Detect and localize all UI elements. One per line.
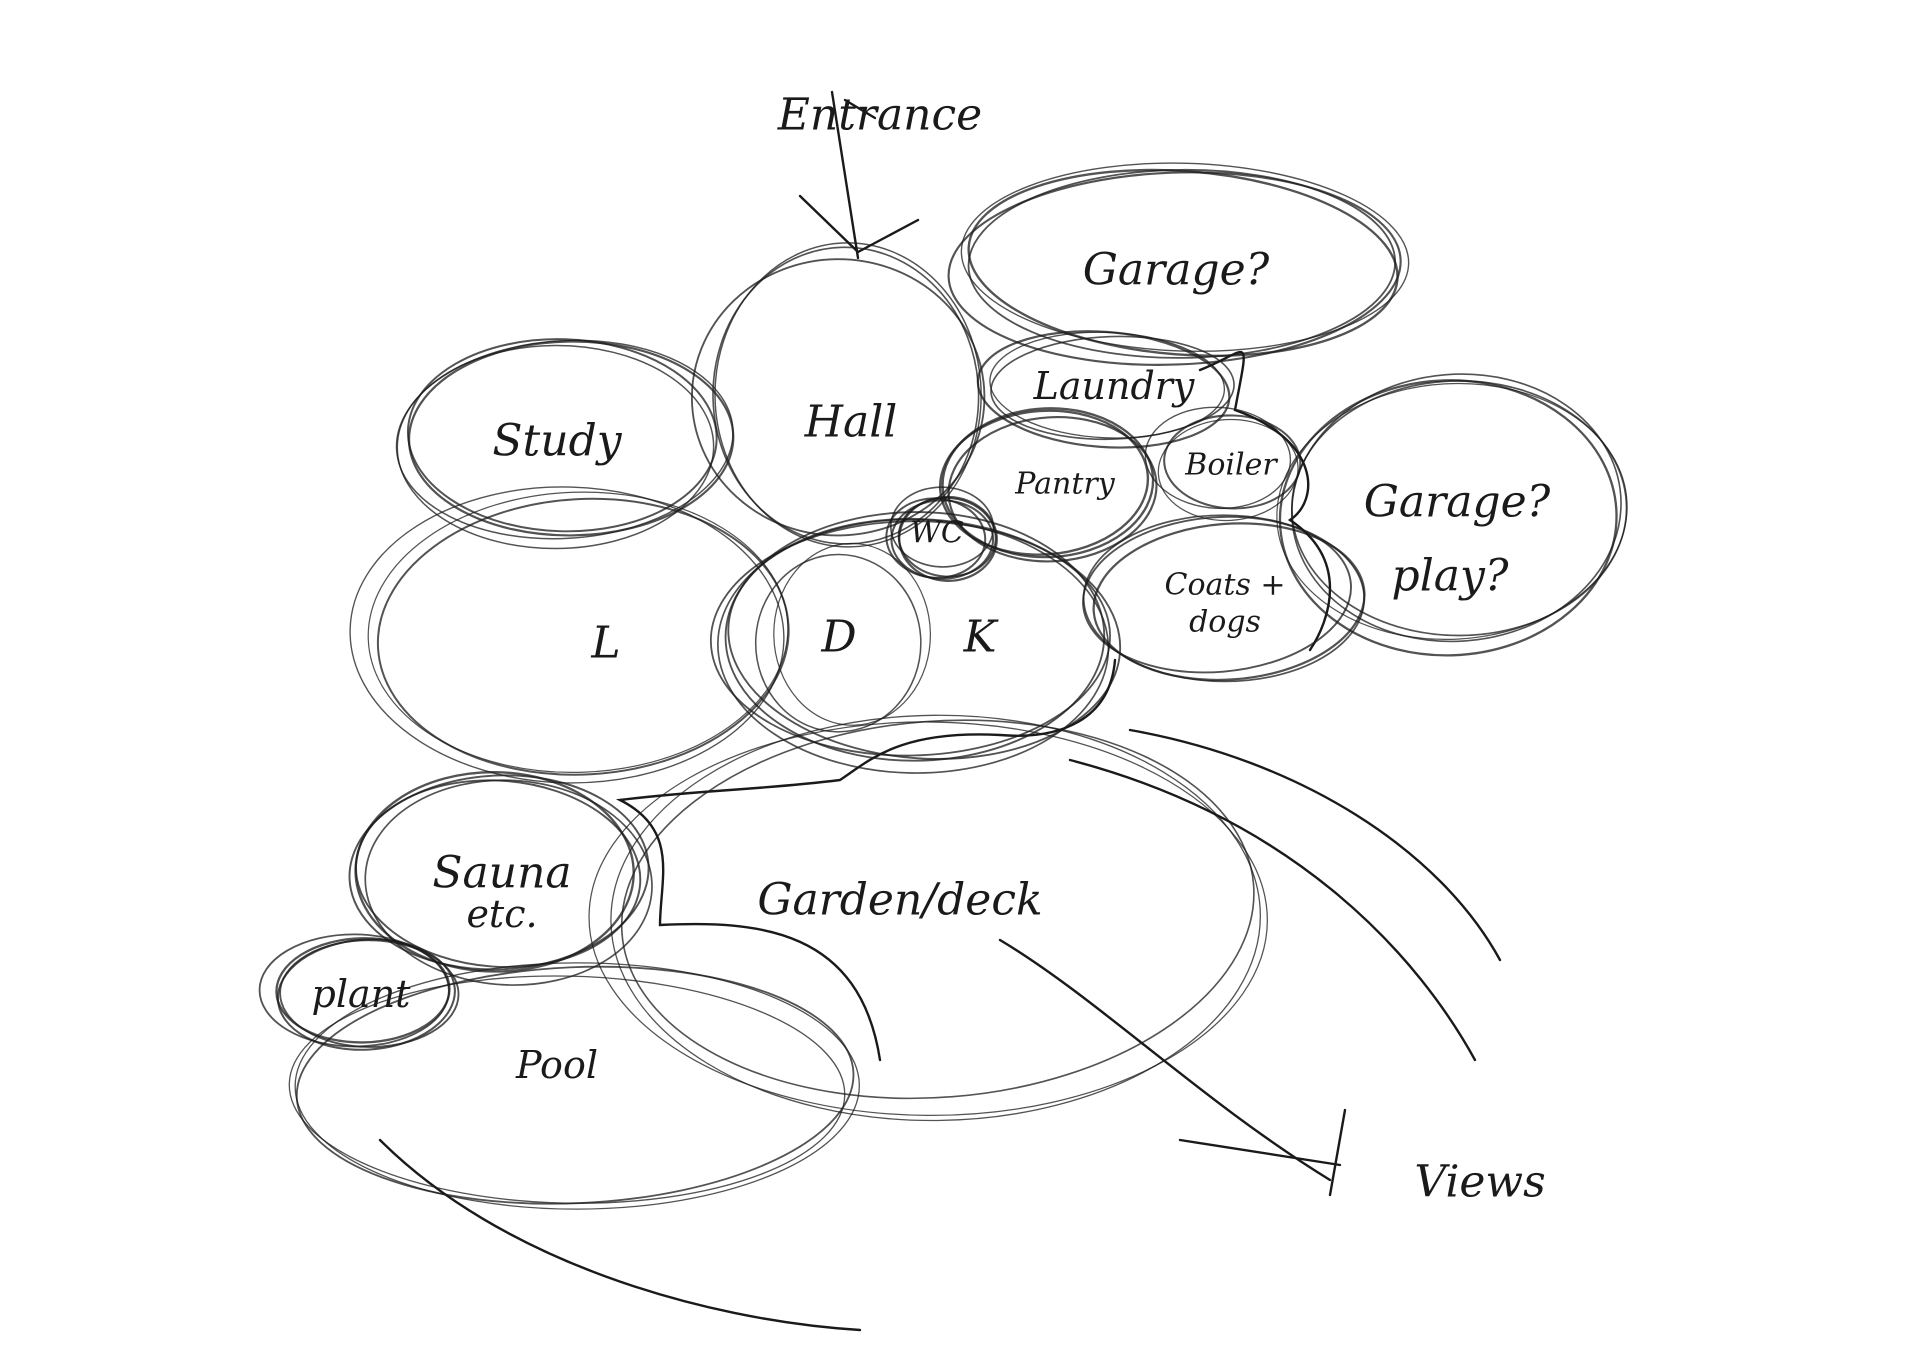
boundary-line-south	[615, 658, 1117, 1062]
sketch-stroke	[1144, 406, 1292, 510]
entrance-arrow-head-right	[856, 218, 920, 254]
sketch-stroke	[938, 409, 1150, 556]
sketch-stroke	[897, 496, 997, 578]
bubble-boiler	[1144, 406, 1302, 522]
sketch-stroke	[1082, 515, 1352, 674]
sketch-stroke	[754, 553, 922, 733]
sketch-stroke	[890, 499, 995, 580]
bubble-coats-dogs	[1082, 514, 1366, 683]
sketch-stroke	[294, 962, 861, 1210]
sketch-stroke	[406, 338, 718, 533]
label-garage-top: Garage?	[1082, 244, 1270, 296]
sketch-stroke	[773, 542, 932, 726]
label-wc: WC	[910, 515, 964, 551]
bubble-laundry	[976, 330, 1235, 449]
entrance-arrow-shaft	[830, 90, 860, 260]
label-study: Study	[492, 415, 622, 467]
sketch-stroke	[275, 937, 451, 1044]
label-boiler: Boiler	[1185, 447, 1277, 483]
label-dining: D	[821, 611, 857, 663]
label-coats-1: Coats +	[1164, 567, 1286, 603]
entrance-arrow-head-left	[798, 194, 860, 254]
sketch-stroke	[610, 714, 1261, 1122]
label-coats-2: dogs	[1189, 604, 1261, 640]
bubble-garden-deck	[588, 714, 1268, 1122]
sketch-stroke	[376, 497, 790, 776]
sketch-stroke	[1082, 514, 1366, 683]
label-pool: Pool	[516, 1043, 598, 1087]
bubble-sauna	[348, 770, 653, 986]
bubble-dining	[754, 542, 932, 733]
sketch-stroke	[960, 162, 1410, 352]
sketch-stroke	[990, 335, 1235, 441]
sketch-stroke	[724, 511, 1106, 762]
label-living: L	[591, 617, 621, 669]
bubble-garage-top	[947, 162, 1410, 366]
pool-sweep	[378, 1138, 862, 1332]
sketch-stroke	[364, 779, 653, 986]
sketch-stroke	[947, 171, 1402, 366]
views-arrow-vertical	[1328, 1108, 1347, 1197]
views-arrow-horizontal	[1178, 1138, 1342, 1167]
sketch-stroke	[690, 258, 986, 537]
label-plant: plant	[311, 972, 411, 1016]
sketch-stroke	[727, 517, 1122, 760]
bubble-plant	[258, 933, 460, 1051]
entrance-arrow-tick	[843, 98, 877, 120]
label-sauna-1: Sauna	[432, 847, 572, 899]
label-kitchen: K	[963, 611, 997, 663]
bubble-dining-kitchen	[709, 511, 1122, 774]
view-line-3	[1128, 728, 1502, 962]
bubble-wc	[885, 486, 998, 582]
sketch-stroke	[355, 779, 642, 968]
label-garden-deck: Garden/deck	[757, 874, 1043, 926]
bubble-pool	[288, 962, 861, 1210]
label-hall: Hall	[804, 396, 898, 448]
view-line-1	[998, 938, 1332, 1182]
sketch-stroke	[396, 344, 715, 550]
view-line-2	[1068, 758, 1477, 1062]
sketch-stroke	[407, 340, 735, 537]
label-laundry: Laundry	[1033, 364, 1195, 408]
sketch-stroke	[288, 975, 846, 1204]
sketch-stroke	[967, 168, 1399, 358]
boundary-line-east	[1198, 350, 1332, 652]
label-entrance: Entrance	[777, 89, 983, 141]
sketch-stroke	[588, 721, 1268, 1117]
label-views: Views	[1414, 1156, 1546, 1208]
label-garage-play-1: Garage?	[1363, 476, 1551, 528]
label-sauna-2: etc.	[466, 892, 538, 936]
sketch-stroke	[709, 520, 1111, 757]
sketch-stroke	[279, 939, 460, 1048]
bubble-living	[349, 486, 790, 784]
label-pantry: Pantry	[1015, 466, 1115, 502]
sketch-stroke	[1157, 418, 1299, 522]
bubble-study	[395, 338, 735, 550]
label-garage-play-2: play?	[1391, 550, 1509, 602]
